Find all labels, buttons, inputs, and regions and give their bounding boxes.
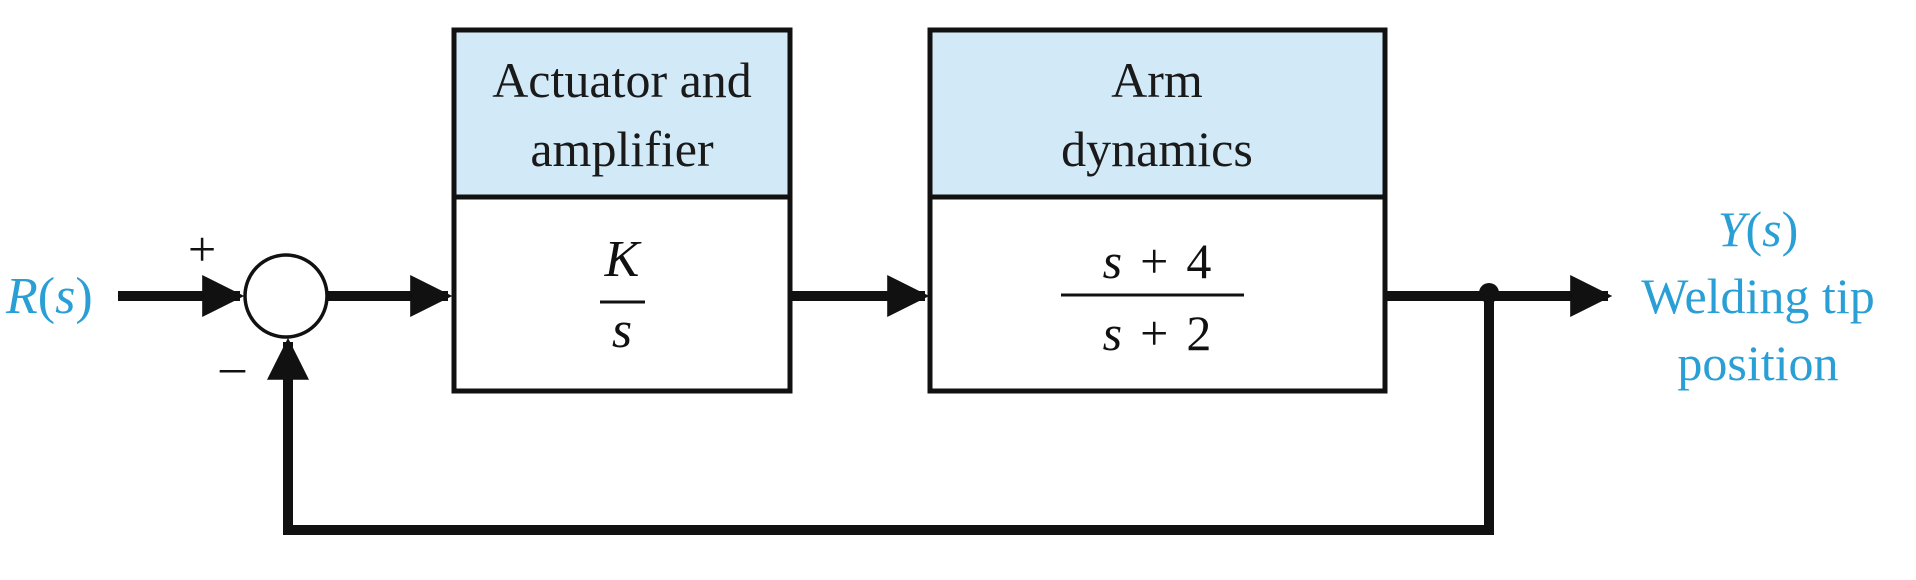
block2-body xyxy=(927,194,1388,394)
output-label-line2: position xyxy=(1677,335,1838,391)
block2-denominator: s+2 xyxy=(1103,305,1212,361)
plus-sign: + xyxy=(188,221,216,277)
arm-dynamics-block: Arm dynamics s+4 s+2 xyxy=(927,27,1388,394)
block2-numerator: s+4 xyxy=(1103,233,1212,289)
output-symbol: Y(s) xyxy=(1718,201,1799,257)
block1-title-line2: amplifier xyxy=(530,121,714,177)
actuator-amplifier-block: Actuator and amplifier K s xyxy=(451,27,793,394)
block2-title-line2: dynamics xyxy=(1061,121,1253,177)
feedback-path xyxy=(267,293,1494,535)
block1-body xyxy=(451,194,793,394)
block1-header xyxy=(451,27,793,200)
block1-title-line1: Actuator and xyxy=(492,52,752,108)
minus-sign: – xyxy=(219,338,246,394)
summing-junction xyxy=(243,253,329,339)
block2-title-line1: Arm xyxy=(1111,52,1203,108)
input-label: R(s) xyxy=(5,268,93,325)
block1-numerator: K xyxy=(604,231,642,288)
block1-denominator: s xyxy=(612,302,632,359)
output-label-line1: Welding tip xyxy=(1641,268,1874,324)
